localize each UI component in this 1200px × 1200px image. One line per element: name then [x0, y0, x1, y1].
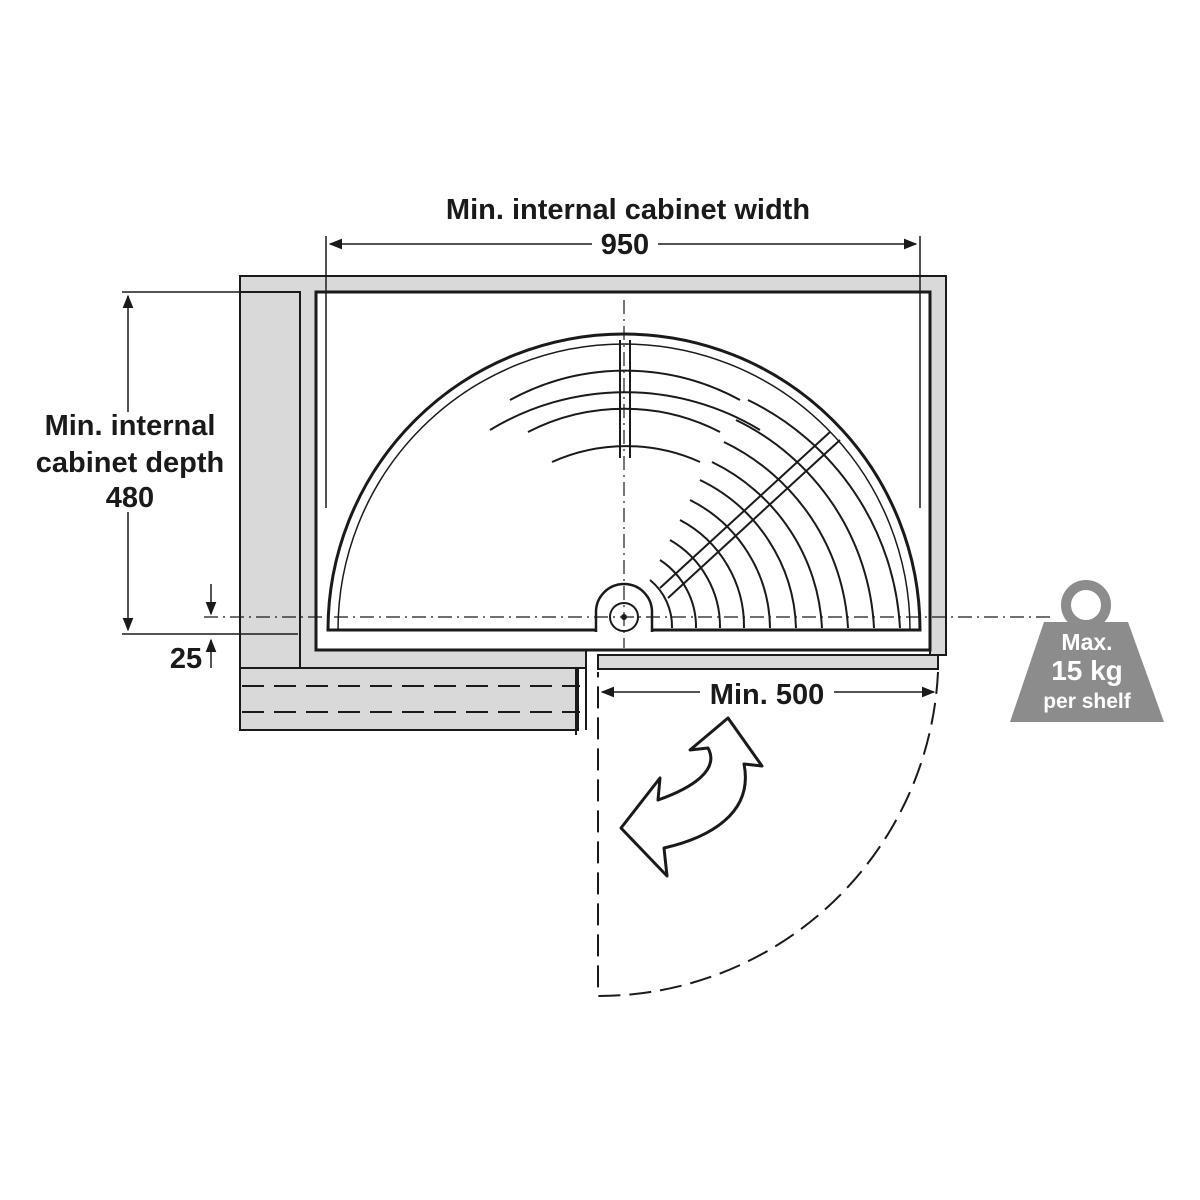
weight-line1: Max. [1061, 629, 1112, 655]
depth-value: 480 [106, 482, 154, 514]
weight-body [1010, 622, 1164, 722]
cabinet-carcass [239, 275, 947, 735]
offset-value: 25 [170, 643, 202, 675]
width-title: Min. internal cabinet width [446, 194, 810, 226]
cabinet-left-side-panel [239, 291, 301, 669]
door-swing-arc [597, 671, 939, 998]
opening-label: Min. 500 [710, 679, 824, 711]
weight-badge-icon: Max. 15 kg per shelf [1010, 580, 1164, 722]
weight-line2: 15 kg [1051, 655, 1123, 686]
rotation-arrow-outline [619, 716, 764, 878]
shelf-rim [337, 343, 911, 631]
adjacent-cabinet-door [239, 667, 579, 731]
depth-title-line1: Min. internal [45, 410, 216, 442]
shelf-texture [489, 340, 901, 629]
rotation-arrow-icon [619, 716, 764, 878]
width-value: 950 [601, 229, 649, 261]
offset-dimension: 25 [170, 584, 217, 675]
width-dimension: Min. internal cabinet width 950 [325, 194, 921, 508]
right-door-panel [597, 654, 939, 670]
opening-dimension: Min. 500 [600, 679, 936, 711]
depth-dimension: Min. internal cabinet depth 480 [36, 291, 298, 635]
depth-title-line2: cabinet depth [36, 447, 225, 479]
weight-handle [1061, 580, 1111, 630]
weight-line3: per shelf [1043, 690, 1132, 713]
